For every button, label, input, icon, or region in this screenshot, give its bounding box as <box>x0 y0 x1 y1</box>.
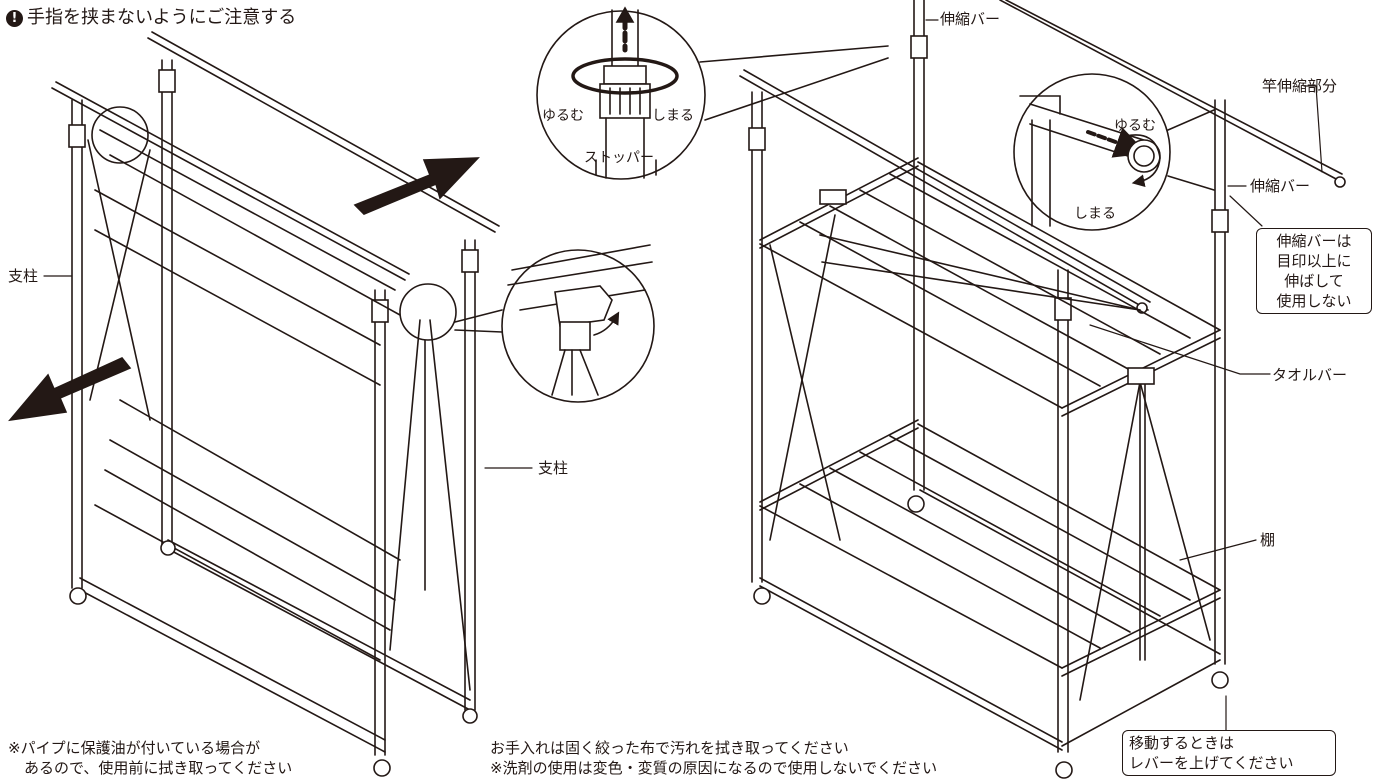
label-towel-bar: タオルバー <box>1272 366 1348 384</box>
callout-lever-line-1: 移動するときは <box>1129 734 1235 752</box>
pinch-warning: ! 手指を挟まないようにご注意する <box>6 6 296 30</box>
note-oil-line-1: ※パイプに保護油が付いている場合が <box>8 739 261 757</box>
label-extension-bar-right: 伸縮バー <box>1250 177 1311 195</box>
assembled-rack <box>739 0 1346 779</box>
stopper-detail <box>536 6 889 180</box>
exclamation-circle-icon: ! <box>6 9 23 27</box>
callout-lever: 移動するときは レバーを上げてください <box>1122 730 1336 776</box>
pole-loosen-label: ゆるむ <box>1114 118 1156 134</box>
pole-end-detail <box>1013 73 1215 231</box>
note-care: お手入れは固く絞った布で汚れを拭き取ってください ※洗剤の使用は変色・変質の原因… <box>490 738 937 778</box>
label-pillar-left: 支柱 <box>8 267 39 285</box>
pull-apart-arrow-right <box>353 157 480 215</box>
pinch-warning-text: 手指を挟まないようにご注意する <box>27 7 297 28</box>
pole-tighten-label: しまる <box>1074 206 1116 222</box>
label-pillar-center: 支柱 <box>538 459 569 477</box>
label-extension-bar-top: 伸縮バー <box>940 10 1001 28</box>
folded-rack <box>51 31 500 777</box>
note-protective-oil: ※パイプに保護油が付いている場合が あるので、使用前に拭き取ってください <box>8 738 292 778</box>
callout-lever-line-2: レバーを上げてください <box>1129 754 1294 772</box>
stopper-label: ストッパー <box>584 150 654 166</box>
label-shelf: 棚 <box>1260 531 1276 549</box>
note-oil-line-2: あるので、使用前に拭き取ってください <box>24 759 293 777</box>
note-care-line-1: お手入れは固く絞った布で汚れを拭き取ってください <box>490 739 849 757</box>
callout-extension-limit: 伸縮バーは 目印以上に 伸ばして 使用しない <box>1256 228 1372 314</box>
note-care-line-2: ※洗剤の使用は変色・変質の原因になるので使用しないでください <box>490 759 938 777</box>
callout-extension-line-1: 伸縮バーは <box>1276 232 1352 250</box>
callout-extension-line-2: 目印以上に <box>1276 252 1352 270</box>
pull-apart-arrow-left <box>8 357 132 422</box>
stopper-tighten-label: しまる <box>652 108 694 124</box>
leader-lines <box>43 19 1323 741</box>
callout-extension-line-4: 使用しない <box>1276 292 1352 310</box>
label-pole-extension: 竿伸縮部分 <box>1262 77 1338 95</box>
callout-extension-line-3: 伸ばして <box>1284 272 1344 290</box>
lever-detail <box>454 244 655 403</box>
stopper-loosen-label: ゆるむ <box>542 108 584 124</box>
